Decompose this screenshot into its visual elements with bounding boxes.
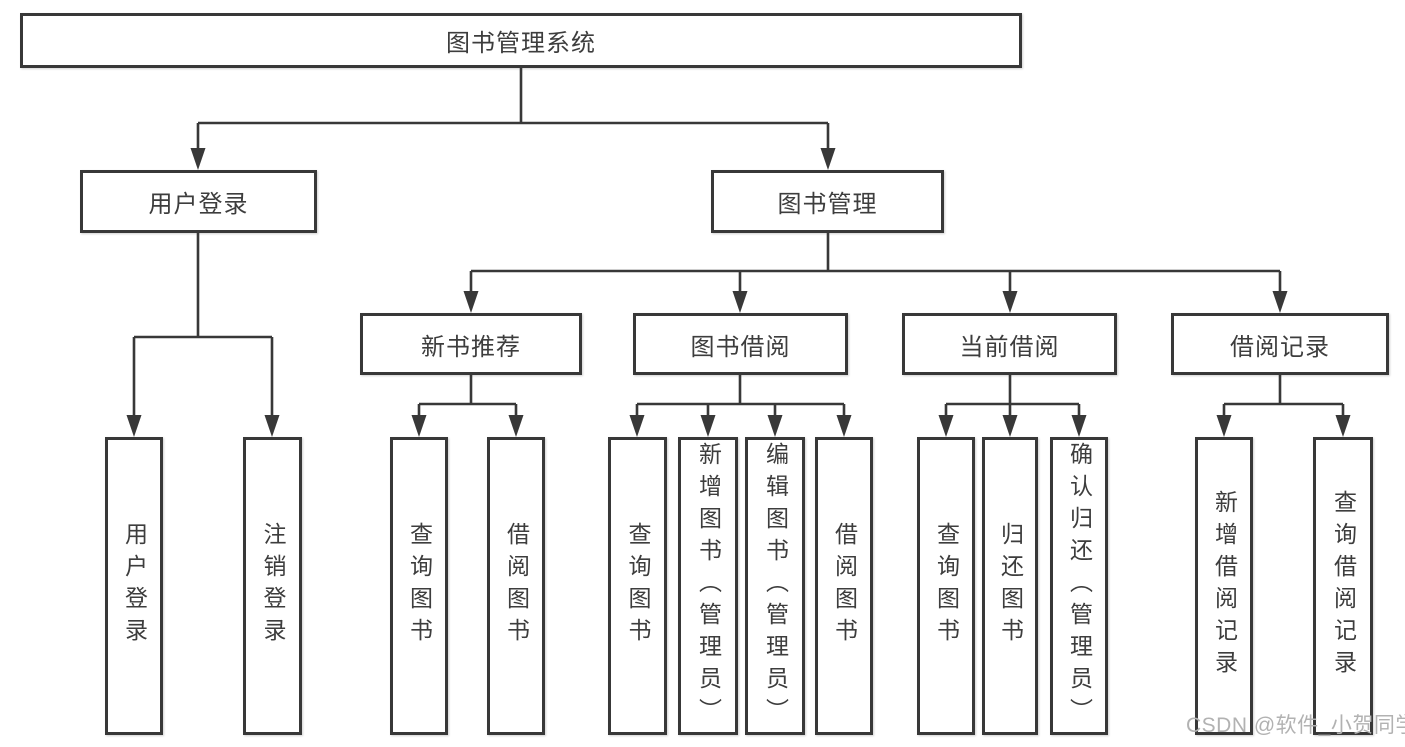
node-root-system: 图书管理系统	[20, 13, 1022, 68]
leaf-confirm-return-admin: 确认归还（管理员）	[1050, 437, 1108, 735]
leaf-user-login: 用户登录	[105, 437, 163, 735]
leaf-add-books-admin: 新增图书（管理员）	[678, 437, 738, 735]
leaf-return-books: 归还图书	[982, 437, 1038, 735]
leaf-borrow-books-recommend: 借阅图书	[487, 437, 545, 735]
leaf-borrow-books: 借阅图书	[815, 437, 873, 735]
node-user-login: 用户登录	[80, 170, 317, 233]
node-new-book-recommend: 新书推荐	[360, 313, 582, 375]
node-current-borrowing: 当前借阅	[902, 313, 1117, 375]
leaf-query-books-current: 查询图书	[917, 437, 975, 735]
leaf-query-books-recommend: 查询图书	[390, 437, 448, 735]
watermark: CSDN @软件_小贺同学	[1186, 714, 1405, 737]
leaf-query-books-borrow: 查询图书	[608, 437, 667, 735]
node-book-borrowing: 图书借阅	[633, 313, 848, 375]
leaf-query-borrow-record: 查询借阅记录	[1313, 437, 1373, 735]
leaf-edit-books-admin: 编辑图书（管理员）	[745, 437, 805, 735]
leaf-add-borrow-record: 新增借阅记录	[1195, 437, 1253, 735]
node-borrowing-records: 借阅记录	[1171, 313, 1389, 375]
leaf-logout: 注销登录	[243, 437, 302, 735]
node-book-management: 图书管理	[711, 170, 944, 233]
